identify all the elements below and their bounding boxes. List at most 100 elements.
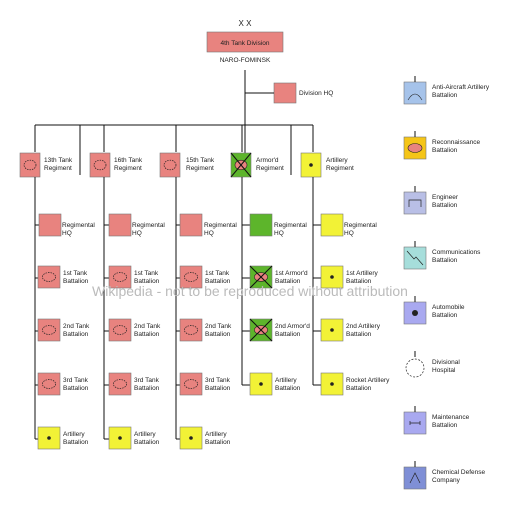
battalion-symbol-oval [42,272,56,282]
watermark: Wikipedia - not to be reproduced without… [92,283,408,299]
battalion-symbol-oval [184,325,198,335]
battalion-symbol-box [37,265,61,289]
regiment-symbol-box [159,152,181,178]
battalion-symbol [320,265,344,289]
battalion-symbol-dot [330,382,334,386]
battalion-symbol [249,265,273,289]
engineer-mark [408,199,422,207]
battalion-symbol-oval [184,272,198,282]
regiment-symbol [300,152,322,178]
chem-mark [409,472,421,484]
regimental-hq-box [179,213,203,237]
battalion-symbol [37,372,61,396]
regiment-symbol-oval [93,159,107,171]
regimental-hq-box [249,213,273,237]
aa-arc [407,93,423,101]
regiment-symbol-box [19,152,41,178]
battalion-symbol [108,265,132,289]
division-garrison: NARO-FOMINSK [220,57,271,64]
division-box [206,31,284,53]
regimental-hq-box [38,213,62,237]
battalion-symbol-box [108,265,132,289]
division-name: 4th Tank Division [220,40,269,47]
battalion-symbol-diag-2 [249,318,273,342]
battalion-symbol-dot [47,436,51,440]
regiment-symbol [230,152,252,178]
regiment-symbol-diag-2 [230,152,252,178]
battalion-symbol [179,318,203,342]
regiment-symbol [19,152,41,178]
battalion-symbol-oval [42,379,56,389]
support-symbol [403,81,427,105]
battalion-symbol [37,318,61,342]
battalion-symbol [37,265,61,289]
battalion-symbol [320,318,344,342]
battalion-symbol [249,372,273,396]
regiment-symbol-dot [309,163,313,167]
regiment-symbol-oval [23,159,37,171]
battalion-symbol-box [179,372,203,396]
battalion-symbol-box [179,265,203,289]
battalion-symbol-box [179,318,203,342]
battalion-symbol-oval [113,272,127,282]
battalion-symbol-box [108,318,132,342]
maint-wrench [409,421,421,425]
division-hq-label: Division HQ [299,90,333,97]
battalion-symbol [179,426,203,450]
regimental-hq-box [320,213,344,237]
regiment-symbol [159,152,181,178]
battalion-symbol [108,318,132,342]
battalion-symbol-diag-2 [249,265,273,289]
battalion-symbol-oval [113,325,127,335]
battalion-symbol [249,318,273,342]
battalion-symbol-dot [189,436,193,440]
regiment-symbol-oval [163,159,177,171]
battalion-symbol-dot [330,275,334,279]
battalion-symbol-oval [42,325,56,335]
regiment-symbol-box [89,152,111,178]
division-hq-box [273,82,297,104]
recon-oval [407,143,423,153]
support-symbol [403,191,427,215]
